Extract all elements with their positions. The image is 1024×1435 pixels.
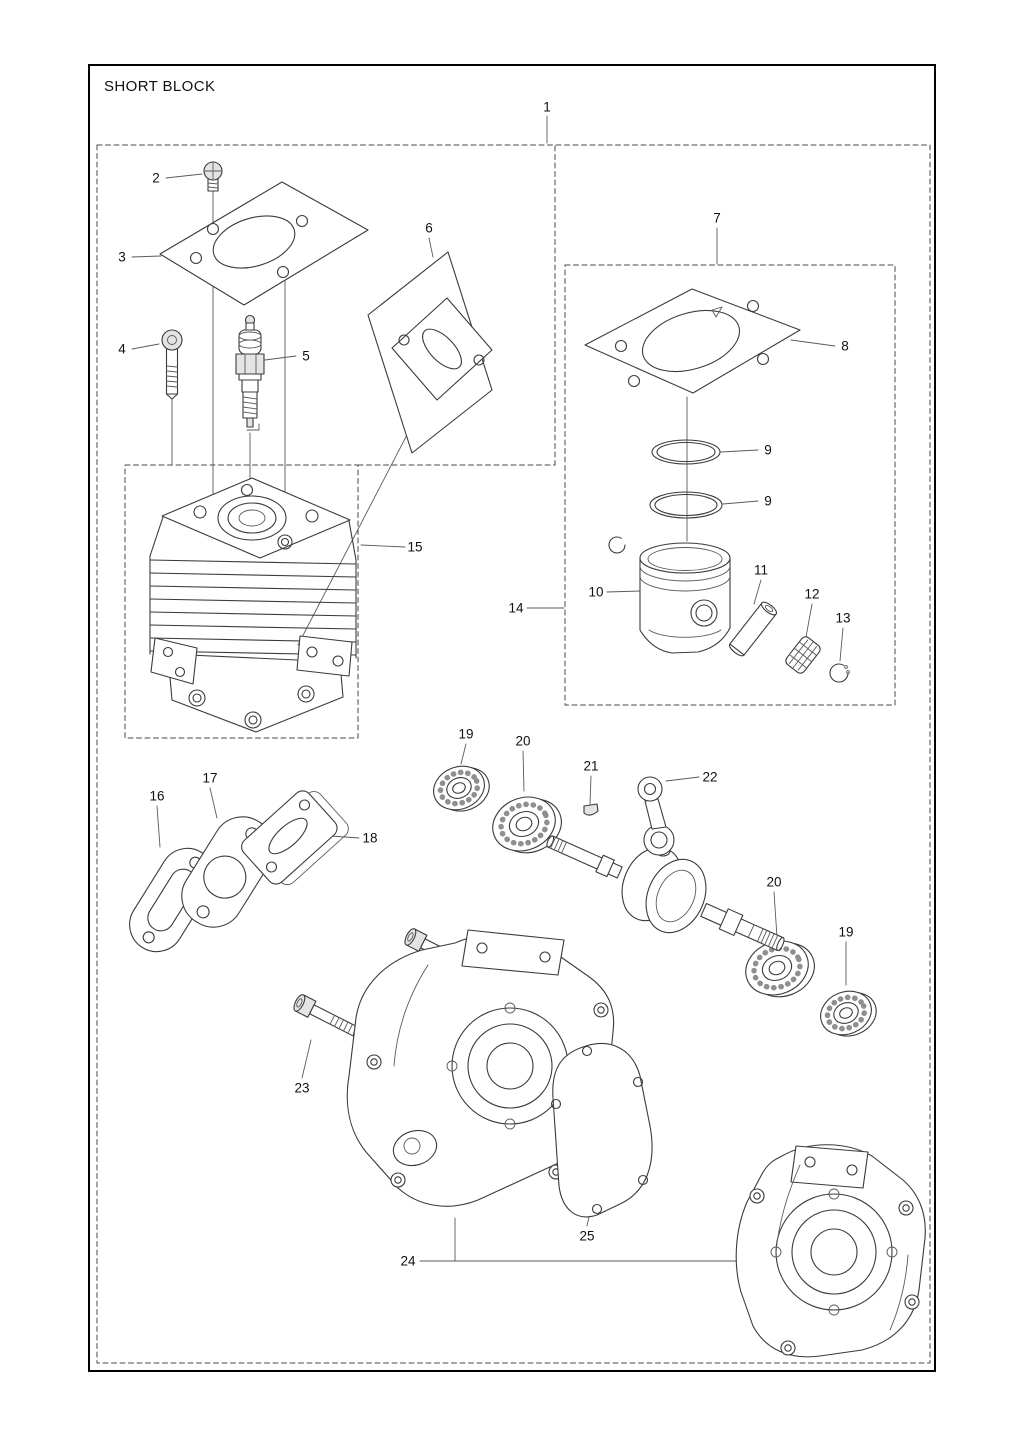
crankcase-left-part24-drawing bbox=[346, 929, 615, 1207]
cylinder-gasket-part8-drawing bbox=[584, 288, 801, 394]
cylinder-part15-drawing bbox=[149, 477, 357, 733]
piston-ring-part9a-drawing bbox=[651, 439, 721, 465]
leader-lines bbox=[131, 115, 847, 1262]
diagram-border-frame bbox=[88, 64, 936, 1372]
head-gasket-part3-drawing bbox=[159, 181, 369, 306]
piston-kit-boundary-dashed bbox=[564, 264, 896, 706]
muffler-gasket-part6-drawing bbox=[367, 251, 493, 454]
intake-plate-part18-drawing bbox=[241, 790, 349, 886]
key-part21-drawing bbox=[583, 803, 599, 816]
diagram-title: SHORT BLOCK bbox=[104, 78, 216, 95]
cylinder-boundary-dashed bbox=[124, 464, 359, 739]
bearing-part19-right-drawing bbox=[820, 990, 877, 1037]
bearing-part20-right-drawing bbox=[745, 940, 815, 998]
bolt-part4-drawing bbox=[161, 329, 183, 400]
bearing-part20-left-drawing bbox=[492, 796, 562, 854]
bearing-part19-left-drawing bbox=[433, 765, 490, 812]
piston-ring-part9b-drawing bbox=[649, 491, 723, 519]
circlip-part13-drawing bbox=[829, 663, 850, 683]
wrist-pin-part11-drawing bbox=[728, 601, 778, 657]
piston-part10-drawing bbox=[608, 536, 731, 654]
crankcase-right-part24-drawing bbox=[735, 1144, 926, 1358]
screw-part2-drawing bbox=[203, 161, 223, 192]
needle-bearing-part12-drawing bbox=[785, 636, 821, 674]
assembly-boundary-dashed bbox=[96, 144, 931, 1364]
crankshaft-part22-drawing bbox=[546, 776, 785, 952]
bolts-part23-drawing bbox=[293, 928, 471, 1038]
spark-plug-part5-drawing bbox=[235, 314, 265, 431]
crankcase-gasket-part25-drawing bbox=[550, 1043, 653, 1218]
